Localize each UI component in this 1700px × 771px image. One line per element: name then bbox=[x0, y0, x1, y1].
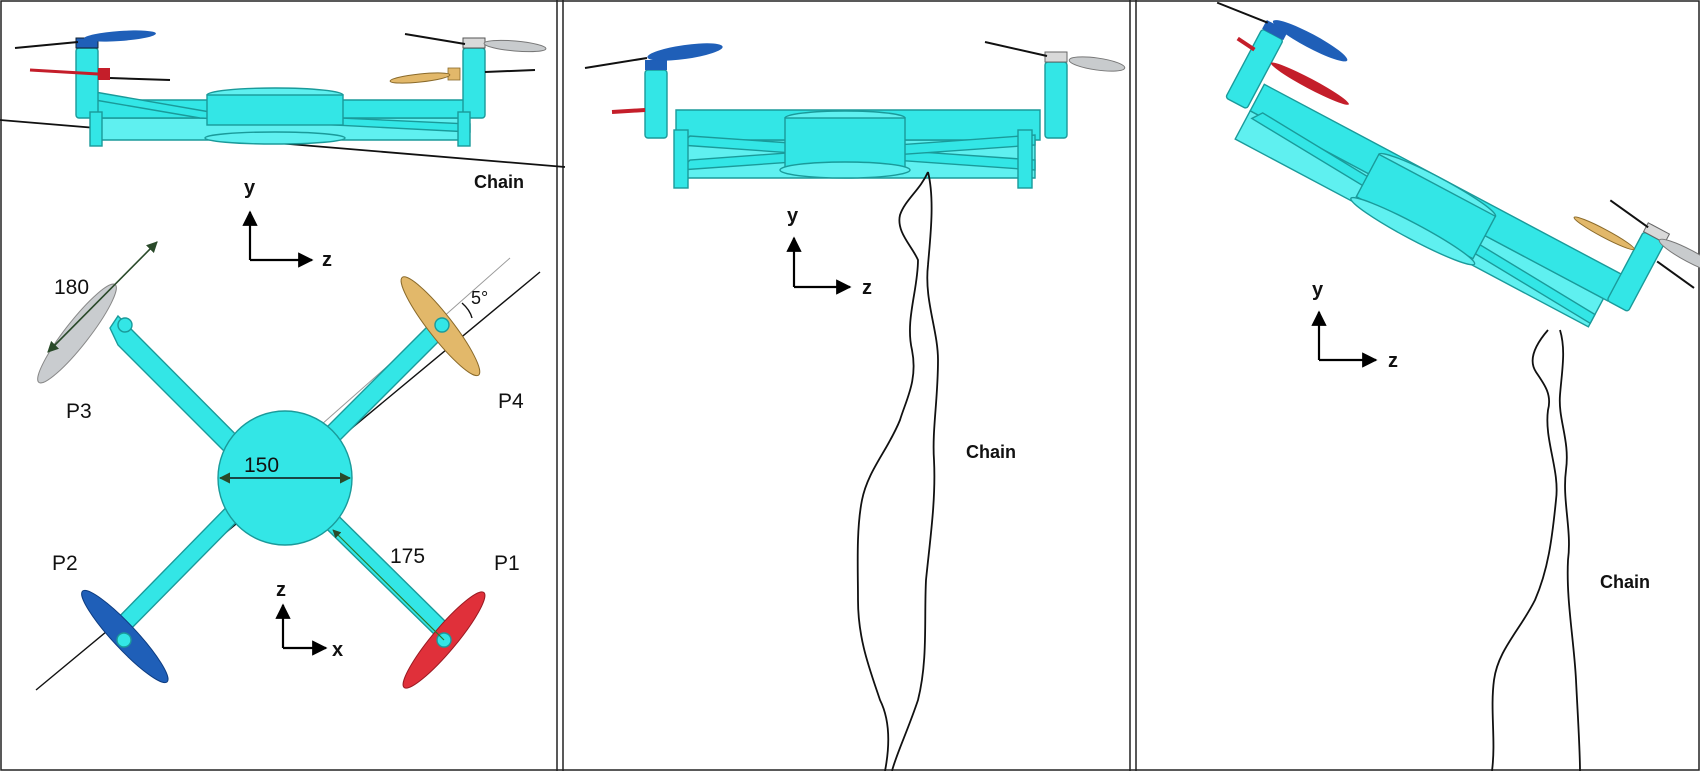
axes-left-top bbox=[242, 210, 314, 268]
prop-label-p4: P4 bbox=[498, 390, 524, 413]
prop-label-p2: P2 bbox=[52, 552, 78, 575]
prop-label-p1: P1 bbox=[494, 552, 520, 575]
plan-view-drone bbox=[35, 241, 541, 691]
chain-label-right: Chain bbox=[1600, 572, 1650, 592]
prop-label-p3: P3 bbox=[66, 400, 92, 423]
axis-label-z-left: z bbox=[322, 249, 332, 271]
chain-middle bbox=[856, 171, 939, 771]
axes-right bbox=[1311, 310, 1378, 368]
left-side-view-drone bbox=[0, 30, 566, 168]
chain-right bbox=[1491, 329, 1581, 771]
chain-label-left: Chain bbox=[474, 172, 524, 192]
axes-left-plan bbox=[275, 603, 328, 656]
axis-label-x-plan: x bbox=[332, 639, 343, 661]
dim-body-label: 150 bbox=[244, 454, 279, 477]
axis-label-z-right: z bbox=[1388, 350, 1398, 372]
axis-label-z-plan: z bbox=[276, 579, 286, 601]
chain-label-middle: Chain bbox=[966, 442, 1016, 462]
axis-label-y-left: y bbox=[244, 177, 256, 199]
dim-prop-label: 180 bbox=[54, 276, 89, 299]
axis-label-z-middle: z bbox=[862, 277, 872, 299]
right-drone-tilted bbox=[1216, 1, 1700, 328]
axis-label-y-middle: y bbox=[787, 205, 799, 227]
angle-label: 5° bbox=[471, 288, 488, 308]
axes-middle bbox=[786, 236, 852, 295]
axis-label-y-right: y bbox=[1312, 279, 1324, 301]
middle-drone bbox=[584, 41, 1126, 189]
dim-arm-label: 175 bbox=[390, 545, 425, 568]
